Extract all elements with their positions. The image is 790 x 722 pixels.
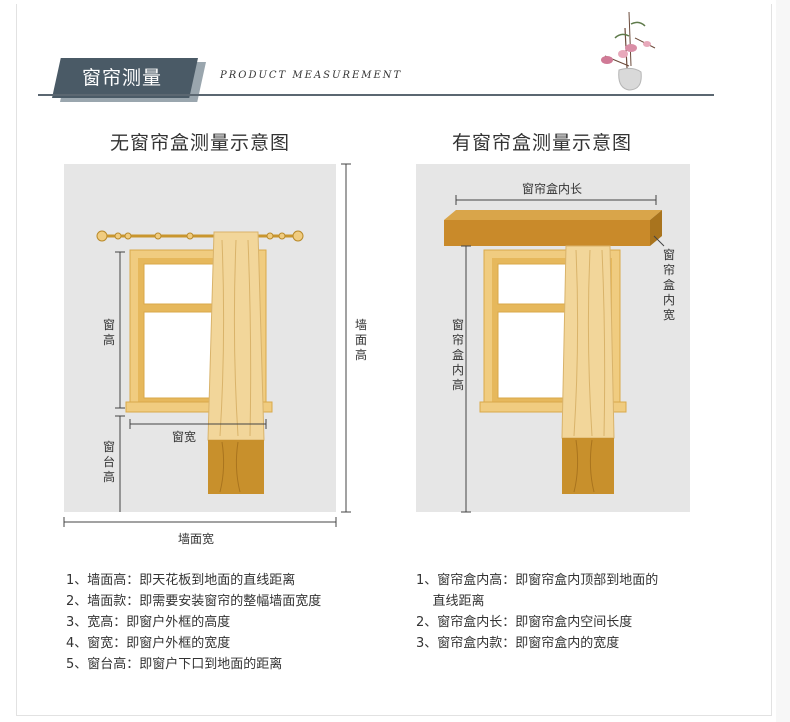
left-note-2: 2、墙面款：即需要安装窗帘的整幅墙面宽度 xyxy=(66,594,322,609)
left-note-4: 4、窗宽：即窗户外框的宽度 xyxy=(66,636,231,651)
header-divider xyxy=(38,94,714,96)
left-note-5: 5、窗台高：即窗户下口到地面的距离 xyxy=(66,657,283,672)
header-title: 窗帘测量 xyxy=(81,67,162,89)
window-width-label: 窗宽 xyxy=(172,430,197,444)
right-diagram-title: 有窗帘盒测量示意图 xyxy=(452,132,633,154)
left-notes: 1、墙面高：即天花板到地面的直线距离 2、墙面款：即需要安装窗帘的整幅墙面宽度 … xyxy=(66,570,321,675)
wall-width-label: 墙面宽 xyxy=(178,532,215,546)
box-width-label: 窗帘盒内宽 xyxy=(662,248,675,322)
header-subtitle: PRODUCT MEASUREMENT xyxy=(220,70,403,81)
left-diagram-title: 无窗帘盒测量示意图 xyxy=(110,132,291,154)
box-length-label: 窗帘盒内长 xyxy=(522,182,583,196)
left-dimension-lines xyxy=(63,163,351,527)
right-note-3: 3、窗帘盒内款：即窗帘盒内的宽度 xyxy=(416,636,620,651)
box-height-label: 窗帘盒内高 xyxy=(451,318,464,392)
left-curtain xyxy=(207,231,265,494)
window-height-label: 窗高 xyxy=(102,318,115,347)
right-note-1: 1、窗帘盒内高：即窗帘盒内顶部到地面的 xyxy=(416,573,659,588)
page-frame xyxy=(16,4,772,716)
flower-vase-icon xyxy=(601,11,656,91)
page-edge xyxy=(776,0,790,722)
banner-tab xyxy=(52,58,198,98)
left-note-1: 1、墙面高：即天花板到地面的直线距离 xyxy=(66,573,296,588)
wall-height-label: 墙面高 xyxy=(354,318,367,362)
right-note-2: 2、窗帘盒内长：即窗帘盒内空间长度 xyxy=(416,615,633,630)
sill-height-label: 窗台高 xyxy=(102,440,115,484)
right-note-1-cont: 直线距离 xyxy=(416,594,485,609)
right-notes: 1、窗帘盒内高：即窗帘盒内顶部到地面的 直线距离 2、窗帘盒内长：即窗帘盒内空间… xyxy=(416,570,658,654)
left-note-3: 3、宽高：即窗户外框的高度 xyxy=(66,615,231,630)
